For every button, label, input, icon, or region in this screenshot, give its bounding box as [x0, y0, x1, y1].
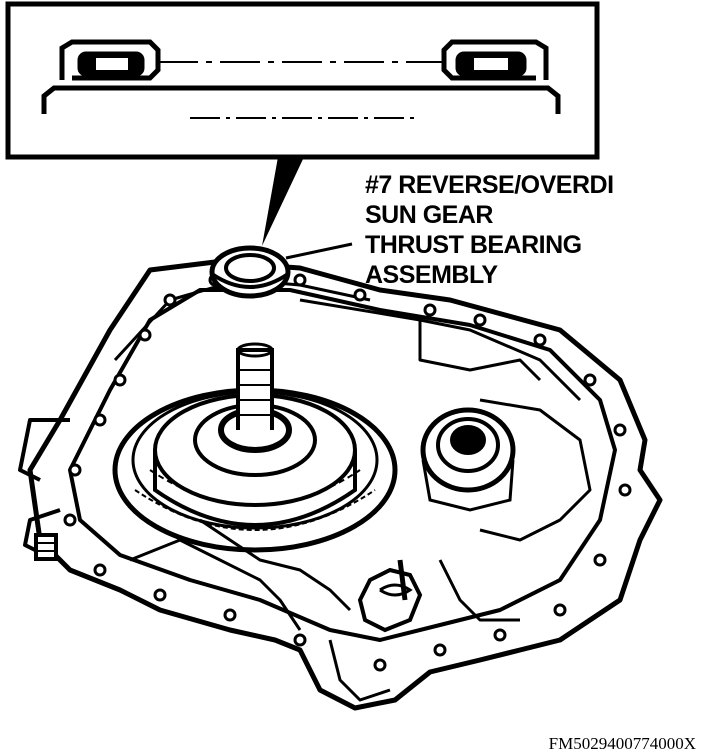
bearing-race-profile — [41, 85, 561, 114]
callout-line-4: ASSEMBLY — [365, 261, 498, 289]
input-shaft — [236, 348, 274, 430]
thrust-bearing — [209, 245, 291, 299]
clutch-drum-assembly — [112, 342, 398, 553]
bearing-cross-section-right — [441, 39, 549, 81]
bearing-callout-label: #7 REVERSE/OVERDI SUN GEAR THRUST BEARIN… — [365, 170, 665, 290]
inset-leader-cone — [262, 157, 304, 246]
callout-line-3: THRUST BEARING — [365, 231, 582, 259]
callout-leader-line — [285, 242, 353, 260]
side-fitting — [34, 533, 58, 561]
valve-spring-detail — [357, 559, 423, 633]
callout-line-2: SUN GEAR — [365, 201, 493, 229]
figure-id: FM5029400774000X — [548, 734, 696, 753]
flange-bolt-holes — [63, 273, 632, 672]
differential-bearing — [420, 407, 516, 512]
bearing-detail-inset — [5, 1, 600, 160]
bearing-cross-section-left — [59, 39, 161, 81]
callout-line-1: #7 REVERSE/OVERDI — [365, 171, 614, 199]
